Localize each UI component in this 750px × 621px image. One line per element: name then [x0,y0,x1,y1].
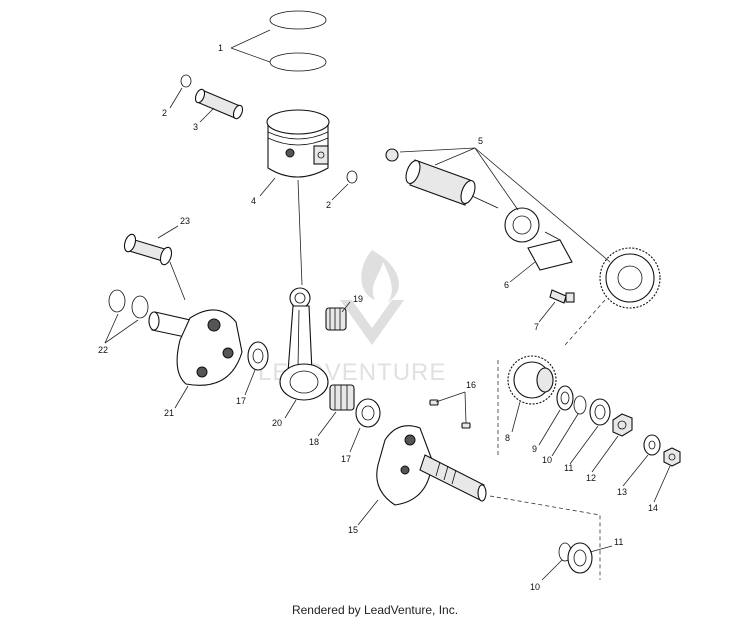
nut-castle [612,413,633,437]
needle-bearing-large [329,384,355,411]
seal-rings [108,289,149,319]
alignment-line-shaft [489,495,601,580]
callout-10b: 10 [530,582,540,592]
crank-half-left [148,309,243,386]
callout-19: 19 [353,294,363,304]
o-ring-upper [573,395,587,415]
callout-15: 15 [348,525,358,535]
callout-21: 21 [164,408,174,418]
retainer-bracket [527,231,573,271]
oil-seal-lower [567,542,593,574]
callout-20: 20 [272,418,282,428]
thrust-washer-right [355,398,381,428]
drive-gear-large [599,247,661,309]
callout-2a: 2 [162,108,167,118]
callout-16: 16 [466,380,476,390]
callout-6: 6 [504,280,509,290]
circlip-right [346,170,358,184]
crank-pin [123,233,173,266]
drive-gear [507,355,557,405]
callout-1: 1 [218,43,223,53]
callout-3: 3 [193,122,198,132]
callout-5: 5 [478,136,483,146]
callout-7: 7 [534,322,539,332]
callout-18: 18 [309,437,319,447]
callout-11b: 11 [614,537,623,547]
oil-seal-upper [589,398,611,426]
washer [643,434,661,456]
piston-rings [269,10,327,72]
callout-10a: 10 [542,455,552,465]
circlip-left [180,74,192,88]
piston-pin [194,88,244,120]
callout-14: 14 [648,503,658,513]
callout-2b: 2 [326,200,331,210]
spacer [556,385,574,411]
callout-23: 23 [180,216,190,226]
piston [266,109,330,178]
thrust-washer-left [247,341,269,371]
needle-bearing-small [325,307,347,331]
connecting-rod [279,287,329,401]
callout-8: 8 [505,433,510,443]
alignment-line-gear [564,299,606,346]
callout-22: 22 [98,345,108,355]
callout-17b: 17 [341,454,351,464]
callout-11a: 11 [564,463,573,473]
crank-half-right [376,425,487,506]
footer-credit: Rendered by LeadVenture, Inc. [291,603,459,617]
balance-shaft-assembly [385,148,540,243]
callout-13: 13 [617,487,627,497]
leader-lines [104,29,671,581]
bolt [549,289,575,304]
woodruff-keys [429,399,471,429]
nut [663,447,681,467]
callout-9: 9 [532,444,537,454]
callout-12: 12 [586,473,596,483]
callout-4: 4 [251,196,256,206]
callout-17a: 17 [236,396,246,406]
watermark-logo [340,250,404,345]
